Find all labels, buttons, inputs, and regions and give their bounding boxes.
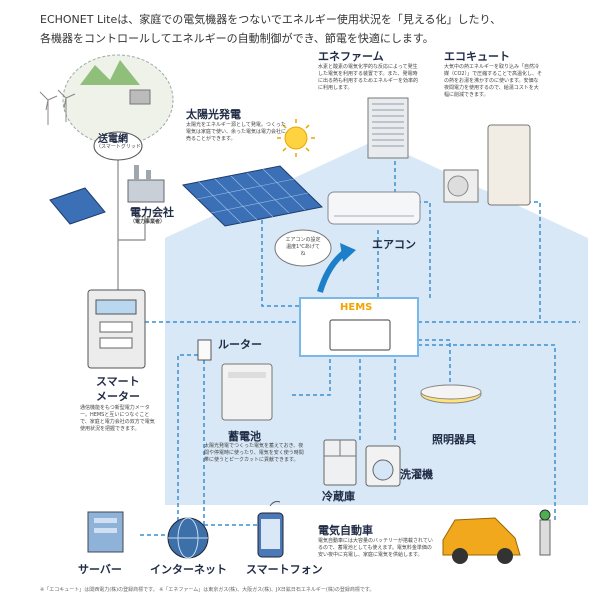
- small-solar-panel-icon: [49, 187, 106, 225]
- smart-meter-title-line1: スマート: [96, 375, 140, 388]
- smart-meter-description: 通信機能をもつ新型電力メーター。HEMSと互いにつなぐことで、家庭と電力会社の双…: [80, 405, 155, 432]
- footer-note: ※「エコキュート」は関西電力(株)の登録商標です。 ※「エネファーム」は東京ガス…: [40, 587, 375, 593]
- hems-title: HEMS: [340, 302, 373, 313]
- washer-icon: [365, 445, 401, 487]
- power-company-title: 電力会社: [130, 206, 174, 219]
- lighting-title: 照明器具: [432, 433, 476, 446]
- lighting-icon: [420, 384, 482, 404]
- grid-title: 送電網: [98, 134, 128, 145]
- solar-description: 太陽光をエネルギー源として発電。つくった電気は家庭で使い、余った電気は電力会社に…: [186, 122, 287, 142]
- power-line: [118, 210, 146, 241]
- fridge-title: 冷蔵庫: [322, 490, 355, 503]
- enefarm-title: エネファーム: [318, 50, 384, 63]
- power-plant-icon: [127, 165, 165, 203]
- smartphone-icon: [257, 512, 284, 558]
- battery-description: 太陽光発電でつくった電気を蓄えておき、夜間や停電時に使ったり、電気を安く使う時間…: [204, 443, 304, 463]
- internet-title: インターネット: [150, 563, 227, 576]
- power-company-subtitle: （電力事業者）: [130, 219, 166, 225]
- grid-landscape: [39, 54, 174, 146]
- sun-icon: [277, 119, 315, 157]
- battery-title: 蓄電池: [228, 430, 261, 443]
- smart-meter-title-line2: メーター: [96, 390, 140, 403]
- solar-panel-icon: [181, 165, 324, 227]
- fridge-icon: [323, 439, 357, 486]
- battery-icon: [221, 363, 273, 421]
- grid-subtitle: （スマートグリッド）: [96, 144, 146, 150]
- wifi-icon: [269, 501, 281, 507]
- grid-bubble: [93, 131, 143, 161]
- washer-title: 洗濯機: [400, 468, 433, 481]
- aircon-title: エアコン: [372, 238, 416, 251]
- server-icon: [87, 511, 124, 553]
- server-title: サーバー: [78, 563, 122, 576]
- ecocute-icon: [443, 124, 531, 206]
- ev-title: 電気自動車: [318, 524, 373, 537]
- enefarm-description: 水素と酸素の電気化学的な反応によって発生した電気を利用する装置です。また、発電時…: [318, 64, 419, 91]
- aircon-bubble: [274, 229, 332, 267]
- ev-description: 電気自動車には大容量のバッテリーが搭載されているので、蓄電池としても使えます。電…: [318, 538, 433, 558]
- ecocute-title: エコキュート: [444, 50, 510, 63]
- solar-title: 太陽光発電: [186, 108, 241, 121]
- aircon-bubble-text: エアコンの設定温度1℃あげてね: [285, 237, 321, 257]
- arrow-head-icon: [340, 243, 356, 262]
- router-title: ルーター: [218, 338, 262, 351]
- hems-screen: [329, 319, 391, 351]
- router-icon: [197, 339, 212, 361]
- intro-line-2: 各機器をコントロールしてエネルギーの自動制御ができ、節電を快適にします。: [40, 32, 434, 45]
- ecocute-description: 大気中の熱エネルギーを取り込み「自然冷媒（CO2）」で圧縮することで高温化し、そ…: [444, 64, 542, 98]
- aircon-icon: [327, 191, 421, 225]
- intro-text: ECHONET Liteは、家庭での電気機器をつないでエネルギー使用状況を「見え…: [40, 10, 580, 48]
- intro-line-1: ECHONET Liteは、家庭での電気機器をつないでエネルギー使用状況を「見え…: [40, 13, 502, 26]
- enefarm-icon: [367, 97, 409, 159]
- ev-car-icon: [442, 509, 551, 564]
- smart-meter-icon: [87, 289, 146, 369]
- globe-icon: [167, 517, 209, 559]
- smartphone-title: スマートフォン: [246, 563, 323, 576]
